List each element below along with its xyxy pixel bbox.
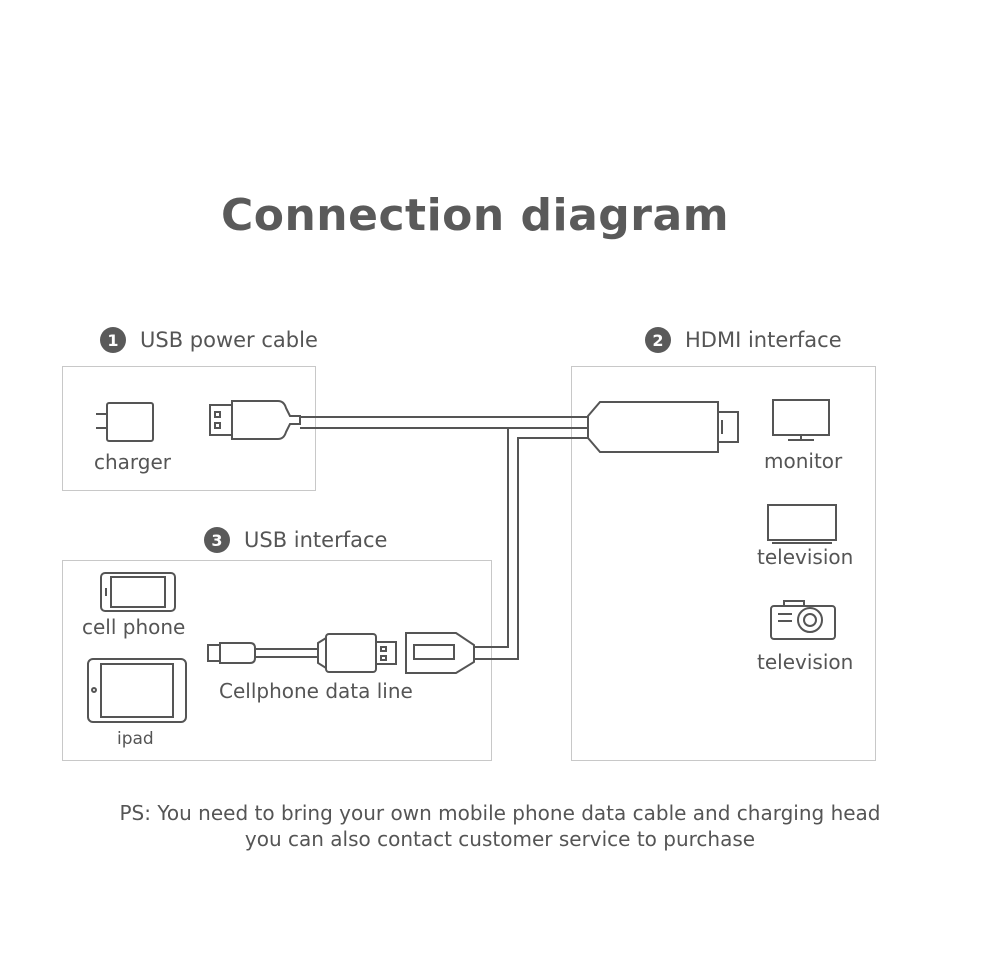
usb-female-adapter-icon	[405, 632, 475, 674]
usb-power-cable-label: USB power cable	[140, 328, 318, 352]
hdmi-plug-icon	[587, 401, 739, 453]
television-icon	[767, 504, 837, 544]
projector-label: television	[757, 650, 854, 674]
cell-phone-label: cell phone	[82, 615, 186, 639]
footnote: PS: You need to bring your own mobile ph…	[0, 800, 1000, 852]
step-badge-2: 2	[645, 327, 671, 353]
footnote-line-1: PS: You need to bring your own mobile ph…	[119, 801, 881, 825]
cell-phone-icon	[100, 572, 176, 612]
diagram-title: Connection diagram	[220, 190, 730, 241]
cellphone-data-line-label: Cellphone data line	[219, 679, 413, 703]
footnote-line-2: you can also contact customer service to…	[244, 827, 756, 851]
usb-interface-label: USB interface	[244, 528, 388, 552]
ipad-label: ipad	[117, 729, 154, 749]
cellphone-data-line-icon	[207, 633, 397, 673]
monitor-label: monitor	[764, 449, 843, 473]
charger-label: charger	[94, 450, 172, 474]
step-badge-1: 1	[100, 327, 126, 353]
television-label: television	[757, 545, 854, 569]
section-hdmi-header: 2 HDMI interface	[645, 327, 842, 353]
usb-interface-box	[62, 560, 492, 761]
monitor-icon	[772, 399, 830, 441]
ipad-icon	[87, 658, 187, 723]
projector-icon	[770, 600, 836, 640]
hdmi-box	[571, 366, 876, 761]
section-usb-power-header: 1 USB power cable	[100, 327, 318, 353]
cables	[300, 416, 588, 660]
charger-icon	[96, 402, 154, 442]
section-usb-interface-header: 3 USB interface	[204, 527, 387, 553]
hdmi-interface-label: HDMI interface	[685, 328, 842, 352]
usb-power-plug-icon	[209, 400, 301, 440]
step-badge-3: 3	[204, 527, 230, 553]
